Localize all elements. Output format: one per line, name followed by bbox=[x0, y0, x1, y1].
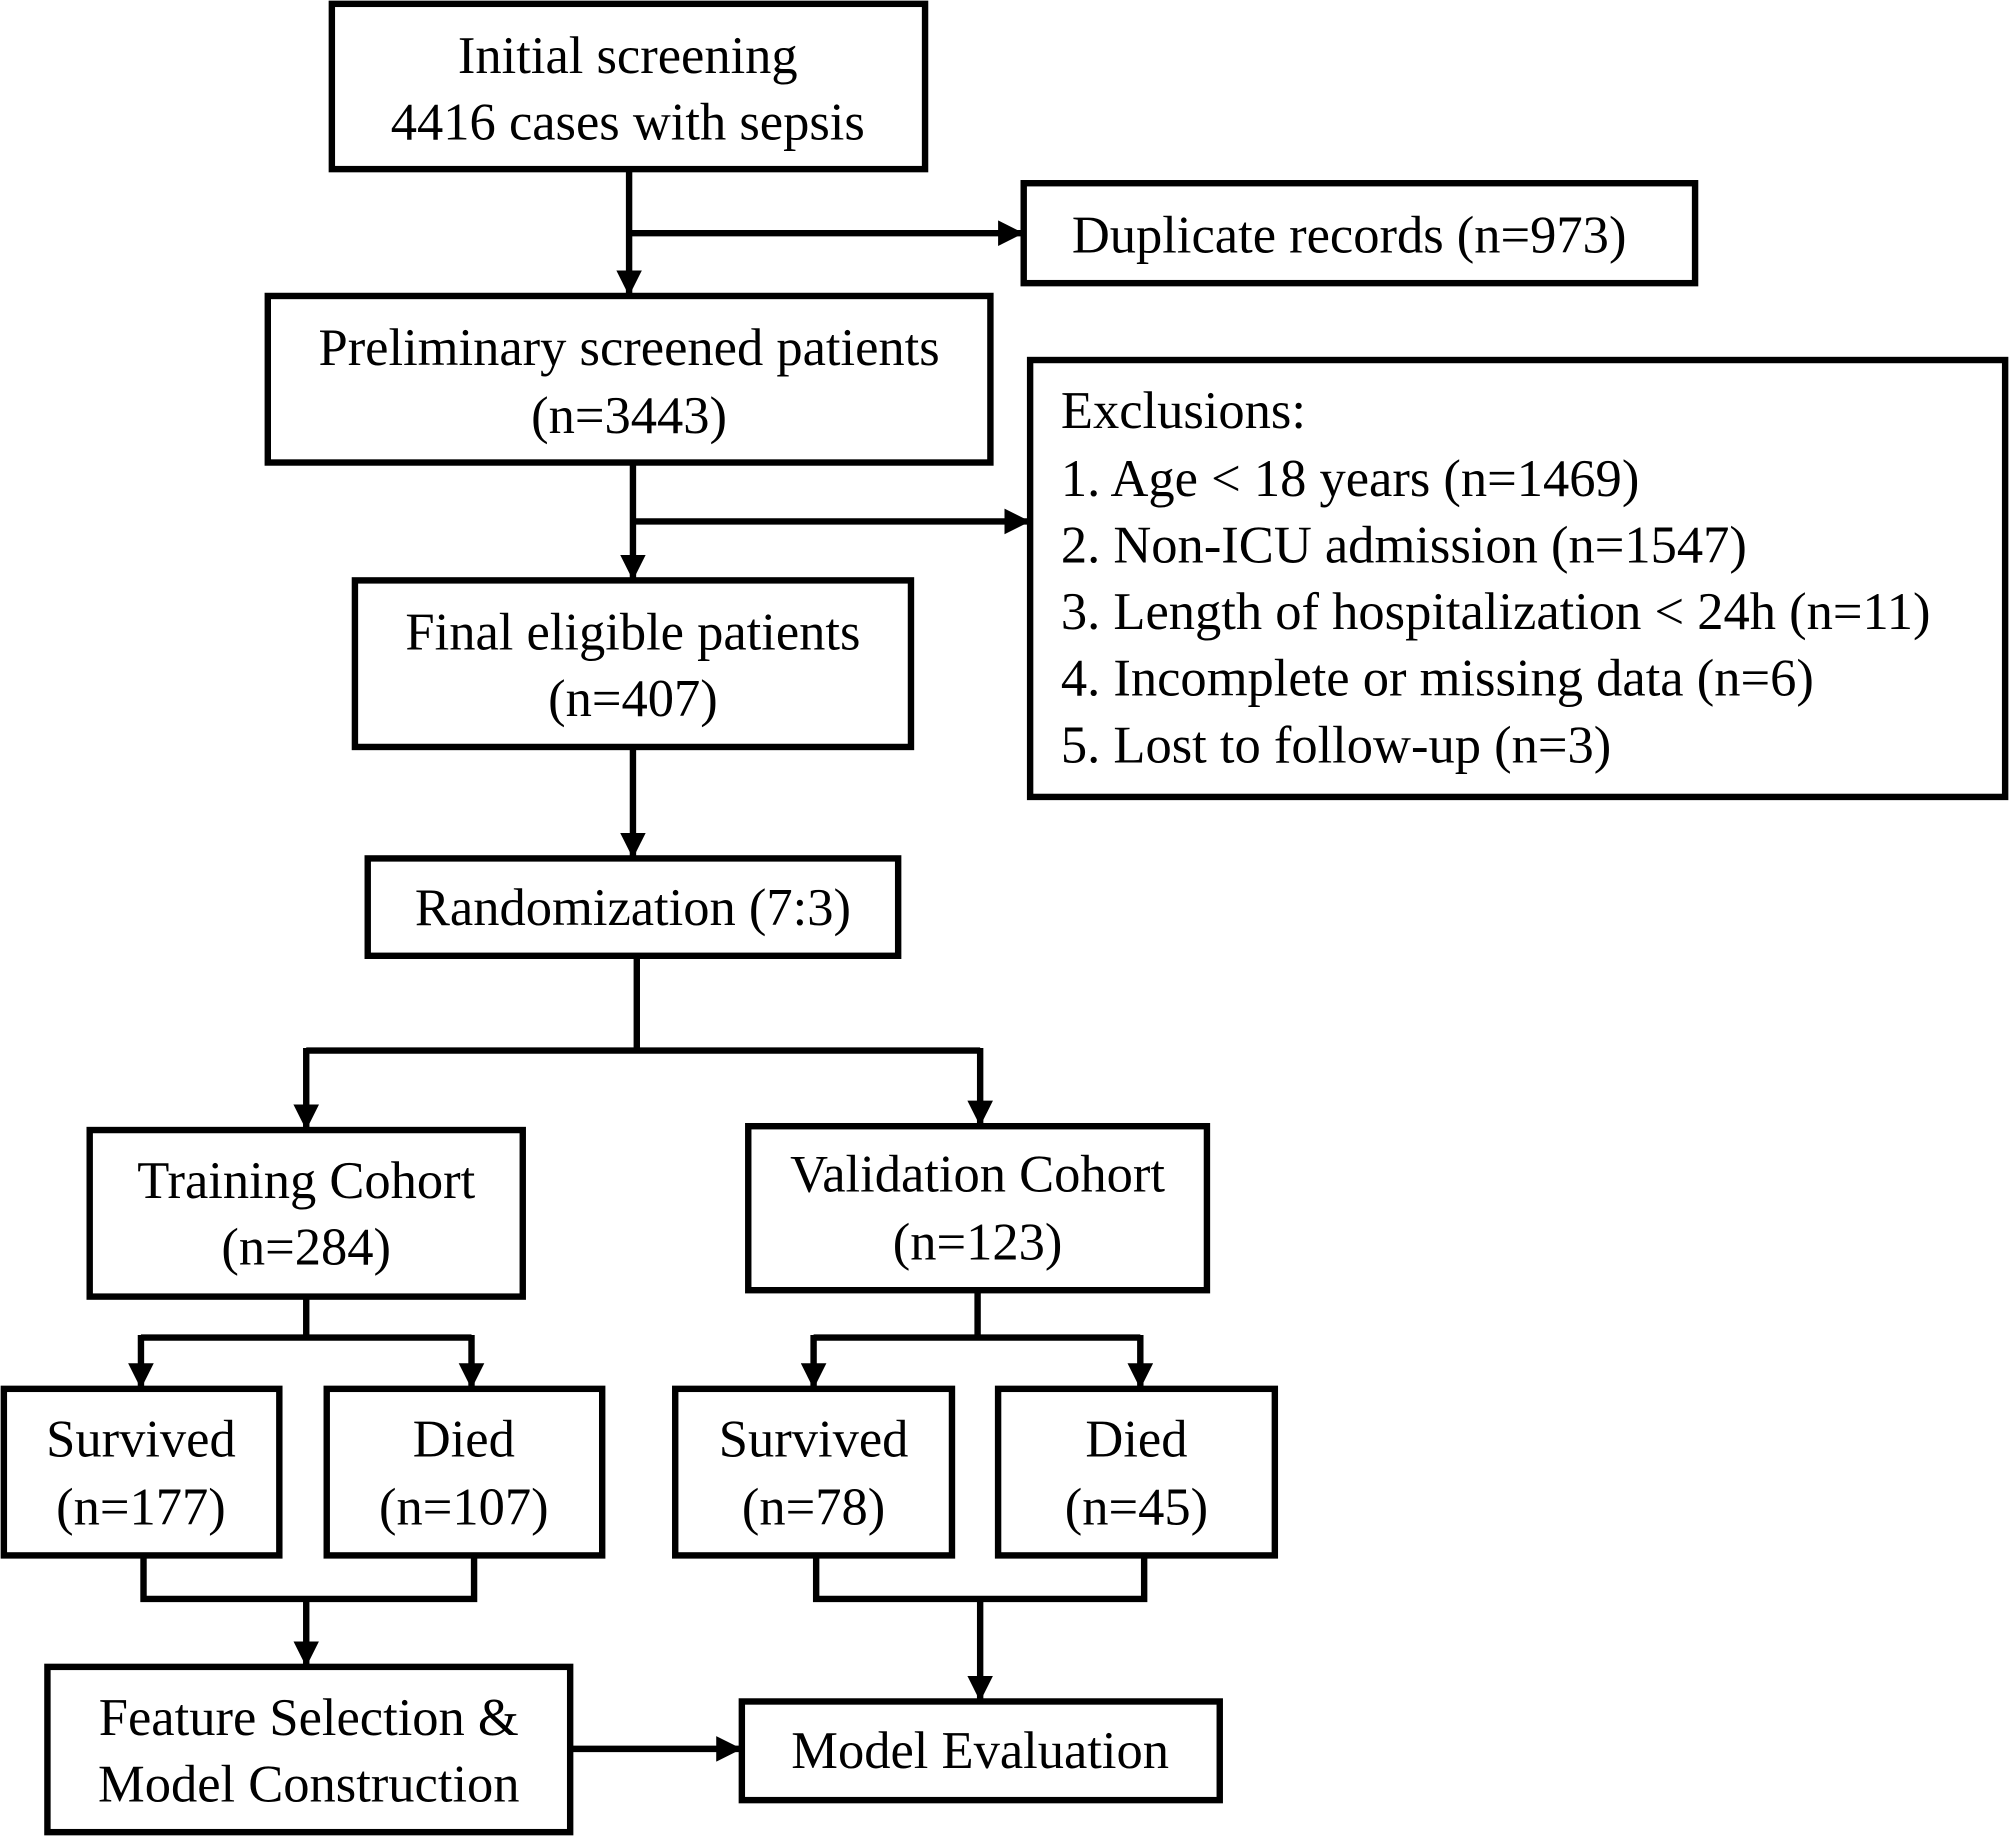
box-text: 5. Lost to follow-up (n=3) bbox=[1061, 716, 1611, 774]
box-text: Validation Cohort bbox=[790, 1146, 1165, 1204]
box-preliminary: Preliminary screened patients (n=3443) bbox=[264, 292, 994, 466]
box-text: Duplicate records (n=973) bbox=[1072, 206, 1627, 264]
box-text: Model Evaluation bbox=[791, 1722, 1169, 1780]
box-text: Final eligible patients bbox=[405, 604, 860, 662]
box-text: Preliminary screened patients bbox=[318, 319, 939, 377]
box-text: Survived bbox=[46, 1411, 236, 1469]
box-validation: Validation Cohort (n=123) bbox=[745, 1122, 1211, 1294]
box-initial: Initial screening 4416 cases with sepsis bbox=[328, 0, 929, 173]
box-val-died: Died (n=45) bbox=[994, 1385, 1279, 1559]
box-text: (n=407) bbox=[548, 670, 718, 728]
box-text: Initial screening bbox=[458, 27, 798, 85]
connectors bbox=[128, 169, 1154, 1762]
training-merge bbox=[140, 1555, 478, 1603]
box-text: Survived bbox=[719, 1411, 909, 1469]
box-feature: Feature Selection & Model Construction bbox=[44, 1663, 574, 1836]
box-text: (n=107) bbox=[379, 1479, 549, 1537]
validation-merge bbox=[812, 1555, 1148, 1603]
box-text: 2. Non-ICU admission (n=1547) bbox=[1061, 516, 1747, 574]
box-text: 4. Incomplete or missing data (n=6) bbox=[1061, 650, 1814, 708]
box-train-died: Died (n=107) bbox=[323, 1385, 606, 1559]
box-randomization: Randomization (7:3) bbox=[364, 855, 902, 959]
box-text: Died bbox=[1085, 1411, 1187, 1469]
box-text: Training Cohort bbox=[137, 1152, 475, 1210]
box-text: 4416 cases with sepsis bbox=[391, 94, 865, 152]
box-text: Died bbox=[413, 1411, 515, 1469]
box-text: Randomization (7:3) bbox=[415, 879, 851, 937]
box-text: Model Construction bbox=[98, 1755, 520, 1813]
box-text: 3. Length of hospitalization < 24h (n=11… bbox=[1061, 583, 1931, 641]
box-text: 1. Age < 18 years (n=1469) bbox=[1061, 450, 1639, 508]
box-text: (n=123) bbox=[893, 1213, 1063, 1271]
box-text: Exclusions: bbox=[1061, 382, 1306, 440]
box-val-survived: Survived (n=78) bbox=[672, 1385, 956, 1559]
box-text: (n=284) bbox=[221, 1219, 391, 1277]
box-text: (n=177) bbox=[56, 1479, 226, 1537]
box-text: (n=3443) bbox=[531, 387, 727, 445]
box-duplicate: Duplicate records (n=973) bbox=[1020, 180, 1699, 287]
box-text: (n=45) bbox=[1065, 1479, 1208, 1537]
box-text: Feature Selection & bbox=[99, 1689, 519, 1747]
box-final: Final eligible patients (n=407) bbox=[351, 577, 915, 751]
box-text: (n=78) bbox=[742, 1479, 885, 1537]
box-train-survived: Survived (n=177) bbox=[0, 1385, 283, 1559]
box-exclusions: Exclusions: 1. Age < 18 years (n=1469) 2… bbox=[1026, 356, 2009, 801]
box-evaluation: Model Evaluation bbox=[738, 1698, 1223, 1804]
box-training: Training Cohort (n=284) bbox=[86, 1126, 526, 1300]
